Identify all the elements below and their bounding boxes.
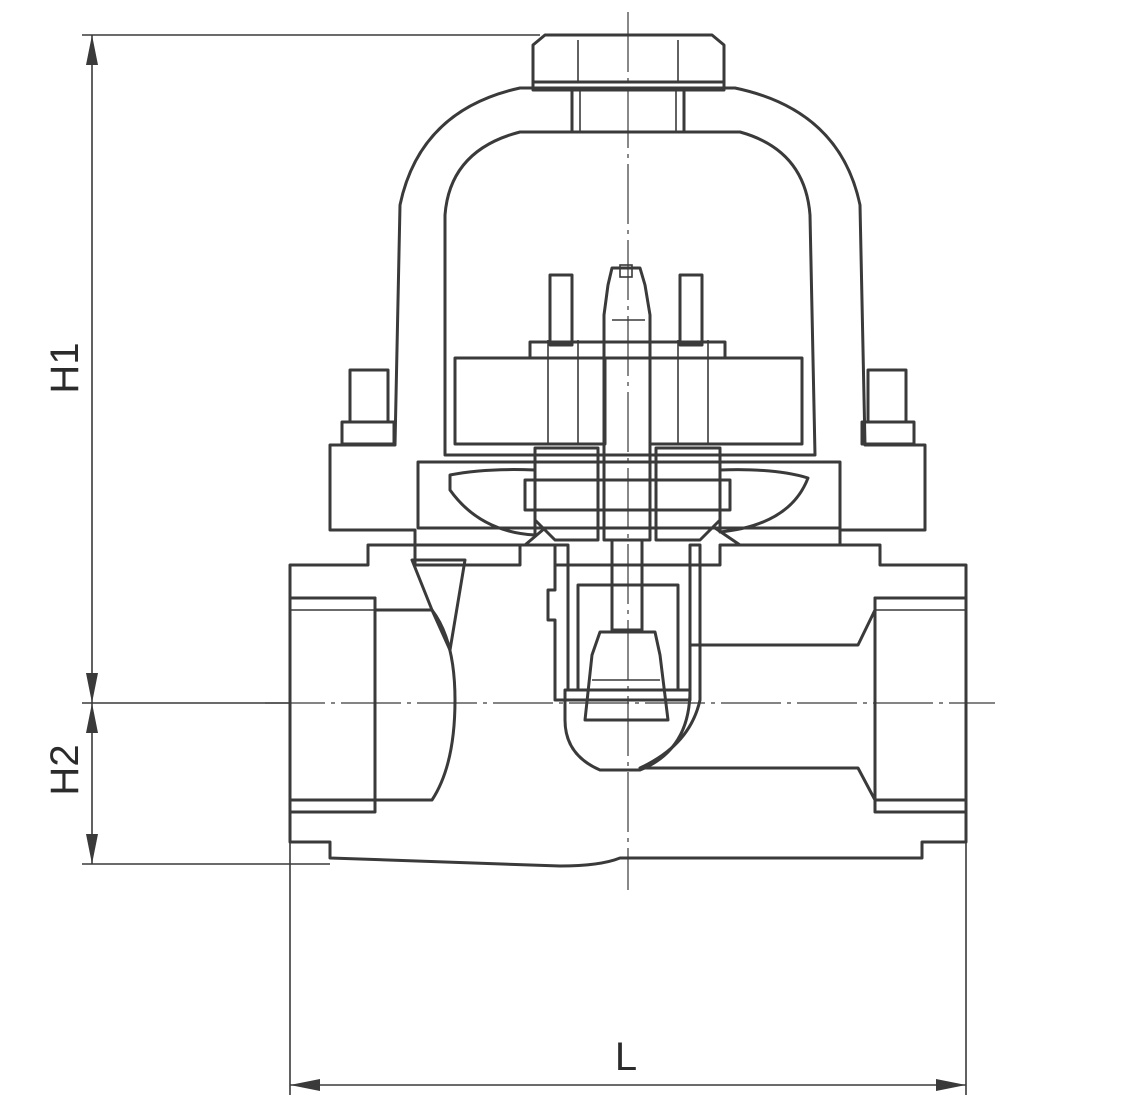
bonnet-casting (328, 86, 927, 547)
bonnet-cavity (443, 130, 817, 457)
bonnet-lower-chamber (416, 460, 842, 530)
strainer-left (448, 468, 537, 537)
valve-cone (583, 630, 670, 722)
h1-label: H1 (43, 342, 87, 393)
valve-stem (602, 266, 652, 542)
plug-seat (531, 80, 726, 92)
stem-lower (610, 538, 644, 632)
inlet-passage (410, 558, 467, 652)
center-lines (265, 12, 995, 890)
thermostatic-element (448, 264, 810, 722)
h1-arrow-top (86, 35, 98, 65)
h1-arrow-bottom (86, 673, 98, 703)
seat-chamber (563, 688, 692, 772)
bonnet (328, 86, 927, 547)
disc-stack-left (453, 356, 607, 446)
outlet-bore (638, 596, 968, 814)
pin-right (678, 273, 704, 347)
pin-left (548, 273, 574, 347)
h2-arrow-bottom (86, 834, 98, 864)
h2-label: H2 (43, 744, 87, 795)
l-dimension: L (290, 1035, 966, 1091)
h2-arrow-top (86, 703, 98, 733)
disc-stack-right (648, 356, 804, 446)
dimension-lines: H1 H2 L (43, 34, 967, 1095)
right-bolt-head (866, 368, 908, 424)
l-arrow-right (936, 1079, 966, 1091)
h1-dimension: H1 (43, 35, 98, 703)
inlet-bore (288, 596, 457, 814)
l-label: L (615, 1035, 637, 1079)
left-bolt-washer (340, 420, 396, 446)
left-bolt-head (348, 368, 390, 424)
l-arrow-left (290, 1079, 320, 1091)
stem-slot (619, 264, 633, 278)
strainer-right (718, 468, 810, 534)
h2-dimension: H2 (43, 703, 98, 864)
right-bolt-washer (860, 420, 916, 446)
valve-body (288, 543, 968, 868)
stem-nut-right (654, 446, 722, 542)
